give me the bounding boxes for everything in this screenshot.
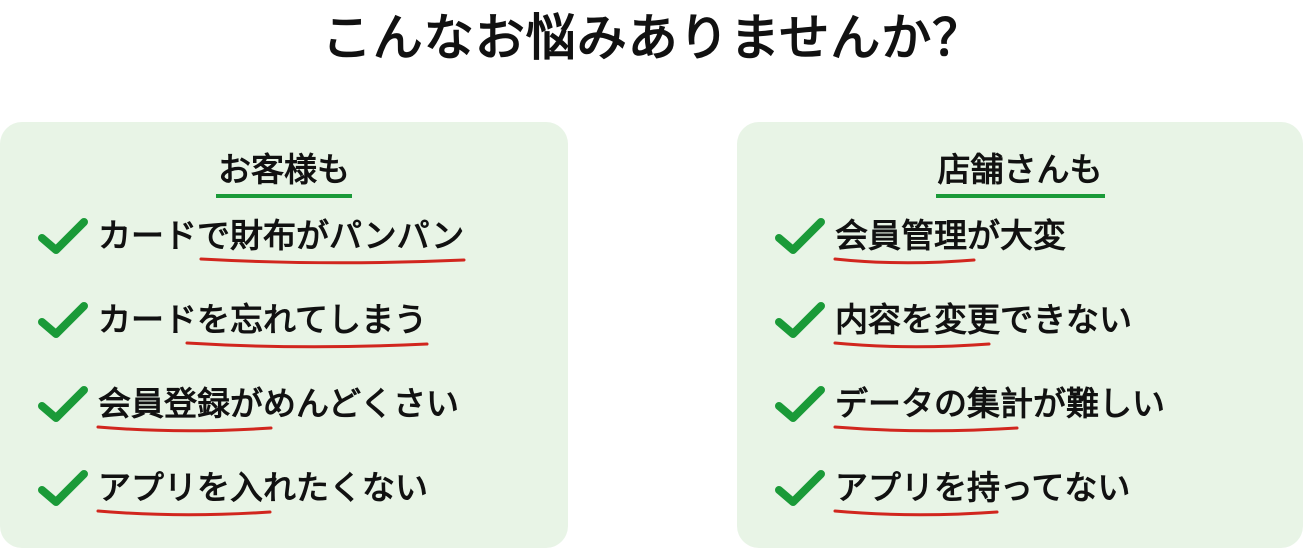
list-item: 会員登録がめんどくさい — [38, 382, 464, 466]
check-icon — [38, 298, 88, 342]
check-icon — [775, 298, 825, 342]
customer-heading: お客様も — [0, 148, 568, 198]
list-item: アプリを入れたくない — [38, 466, 464, 550]
concern-text: カードで財布がパンパン — [98, 214, 466, 265]
concern-text: データの集計が難しい — [833, 382, 1165, 433]
check-icon — [38, 214, 88, 258]
customer-heading-label: お客様も — [216, 148, 352, 198]
check-icon — [775, 214, 825, 258]
list-item: 内容を変更できない — [775, 298, 1165, 382]
check-icon — [38, 466, 88, 510]
concern-text: 会員登録がめんどくさい — [96, 382, 459, 433]
concern-text: 内容を変更できない — [833, 298, 1132, 349]
concern-text: 会員管理が大変 — [833, 214, 1066, 265]
red-underline — [833, 425, 1019, 433]
store-concerns-list: 会員管理が大変 内容を変更できない データの集計が難しい アプリを持ってない — [775, 214, 1165, 550]
customer-concerns-list: カードで財布がパンパン カードを忘れてしまう 会員登録がめんどくさい アプリを入… — [38, 214, 466, 550]
list-item: カードで財布がパンパン — [38, 214, 466, 298]
list-item: カードを忘れてしまう — [38, 298, 464, 382]
red-underline — [185, 341, 429, 349]
check-icon — [775, 382, 825, 426]
customer-concerns-card: お客様も カードで財布がパンパン カードを忘れてしまう 会員登録がめんどくさい … — [0, 122, 568, 548]
red-underline — [96, 425, 273, 433]
red-underline — [199, 257, 466, 265]
red-underline — [833, 509, 999, 517]
list-item: 会員管理が大変 — [775, 214, 1165, 298]
concern-text: アプリを入れたくない — [96, 466, 428, 517]
concern-text: アプリを持ってない — [833, 466, 1130, 517]
concern-text: カードを忘れてしまう — [98, 298, 429, 349]
store-heading: 店舗さんも — [737, 148, 1303, 198]
red-underline — [833, 341, 991, 349]
red-underline — [833, 257, 976, 265]
check-icon — [38, 382, 88, 426]
check-icon — [775, 466, 825, 510]
list-item: データの集計が難しい — [775, 382, 1165, 466]
list-item: アプリを持ってない — [775, 466, 1165, 550]
store-concerns-card: 店舗さんも 会員管理が大変 内容を変更できない データの集計が難しい アプリを持… — [737, 122, 1303, 548]
red-underline — [96, 509, 272, 517]
store-heading-label: 店舗さんも — [935, 148, 1105, 198]
page-title: こんなお悩みありませんか？ — [321, 9, 984, 67]
